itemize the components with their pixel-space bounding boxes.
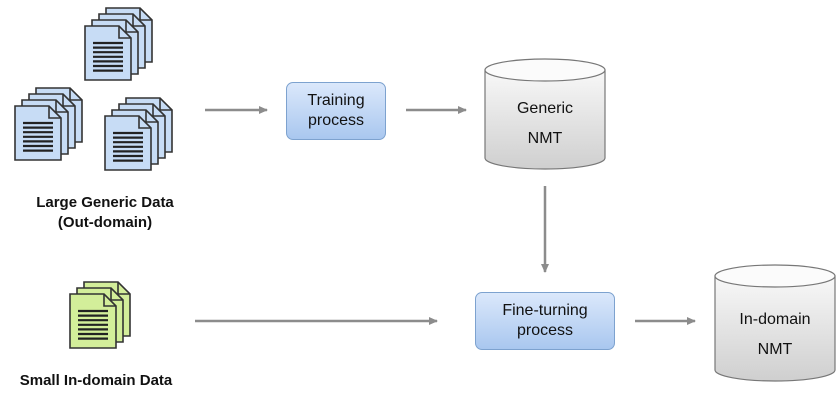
training-process-line1: Training — [307, 92, 365, 109]
indomain-nmt-cylinder — [714, 264, 836, 382]
generic-nmt-line2: NMT — [527, 130, 563, 147]
small-indomain-data-line1: Small In-domain Data — [19, 372, 173, 389]
small-indomain-data-caption: Small In-domain Data — [0, 371, 192, 391]
indomain-nmt-line1: In-domain — [739, 311, 811, 328]
document-stack-icon — [104, 97, 173, 171]
large-generic-data-line1: Large Generic Data — [36, 194, 174, 211]
large-generic-data-caption: Large Generic Data (Out-domain) — [10, 193, 200, 233]
generic-nmt-label: Generic NMT — [485, 99, 605, 149]
indomain-nmt-label: In-domain NMT — [715, 310, 835, 360]
training-process-box: Training process — [286, 82, 386, 140]
document-stack-icon — [14, 87, 83, 161]
document-stack-icon — [69, 281, 131, 349]
finetuning-process-line1: Fine-turning — [502, 302, 588, 319]
training-process-line2: process — [307, 112, 365, 129]
large-generic-data-line2: (Out-domain) — [57, 214, 153, 231]
document-stack-icon — [84, 7, 153, 81]
generic-nmt-line1: Generic — [516, 100, 574, 117]
indomain-nmt-line2: NMT — [757, 341, 793, 358]
finetuning-process-box: Fine-turning process — [475, 292, 615, 350]
finetuning-process-line2: process — [516, 322, 574, 339]
generic-nmt-cylinder — [484, 58, 606, 170]
